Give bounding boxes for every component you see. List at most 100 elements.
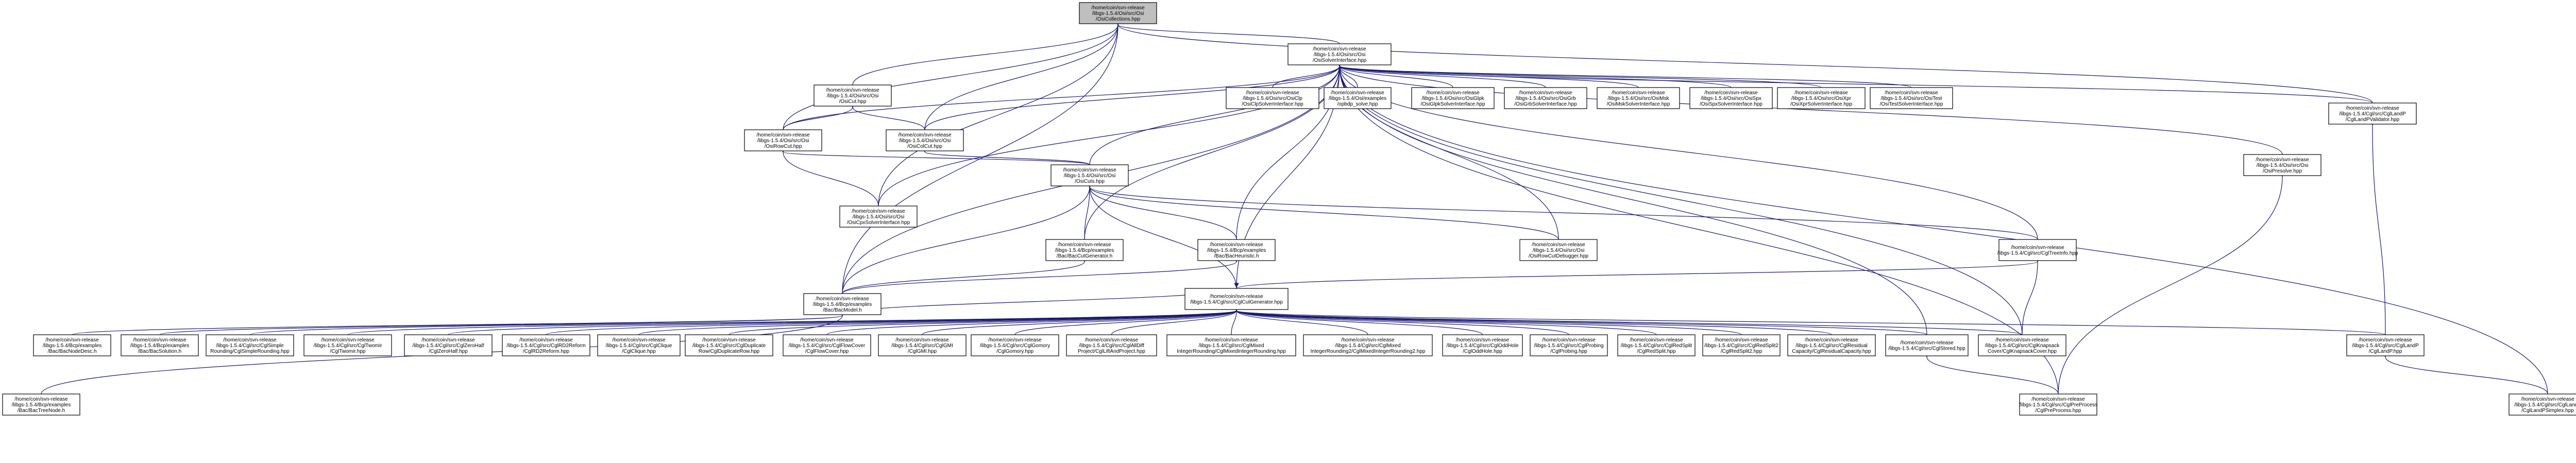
file-node[interactable]: /home/coin/svn-release/libgs-1.5.4/Cgl/s… <box>685 334 773 356</box>
file-node[interactable]: /home/coin/svn-release/libgs-1.5.4/Cgl/s… <box>1617 334 1696 356</box>
dependency-edge <box>852 20 1121 85</box>
file-node[interactable]: /home/coin/svn-release/libgs-1.5.4/Cgl/s… <box>303 334 392 356</box>
file-node[interactable]: /home/coin/svn-release/libgs-1.5.4/Osi/s… <box>1411 87 1495 109</box>
dependency-edge <box>780 147 1090 165</box>
node-label-line: /home/coin/svn-release <box>1210 294 1263 300</box>
file-node[interactable]: /home/coin/svn-release/libgs-1.5.4/Osi/s… <box>1519 239 1598 261</box>
node-box <box>1519 239 1598 261</box>
file-node[interactable]: /home/coin/svn-release/libgs-1.5.4/Cgl/s… <box>404 334 493 356</box>
file-node[interactable]: /home/coin/svn-release/libgs-1.5.4/Cgl/s… <box>1787 334 1876 356</box>
file-node[interactable]: /home/coin/svn-release/libgs-1.5.4/Bcp/e… <box>1045 239 1124 261</box>
file-node[interactable]: /home/coin/svn-release/libgs-1.5.4/Cgl/s… <box>1530 334 1608 356</box>
file-node[interactable]: /home/coin/svn-release/libgs-1.5.4/Osi/s… <box>1287 43 1392 65</box>
file-node[interactable]: /home/coin/svn-release/libgs-1.5.4/Osi/s… <box>814 84 892 107</box>
node-label-line: /home/coin/svn-release <box>1885 90 1938 96</box>
node-box <box>839 205 918 228</box>
node-label-line: /home/coin/svn-release <box>1532 242 1585 248</box>
node-label-line: /OsiCollections.hpp <box>1096 16 1141 22</box>
dependency-edge <box>2022 257 2040 335</box>
node-label-line: /libgs-1.5.4/Osi/src/Osi <box>1064 173 1116 179</box>
node-label-line: /libgs-1.5.4/Osi/src/Osi <box>853 214 905 220</box>
node-label-line: /libgs-1.5.4/Cgl/src/CglMixed <box>1198 343 1264 349</box>
node-label-line: /libgs-1.5.4/Cgl/src/CglTwomir <box>314 343 382 349</box>
file-node[interactable]: /home/coin/svn-release/libgs-1.5.4/Cgl/s… <box>597 334 681 356</box>
node-box <box>206 334 294 356</box>
node-label-line: /home/coin/svn-release <box>1205 337 1258 343</box>
node-label-line: /libgs-1.5.4/Cgl/src/CglPreProcess <box>2019 402 2097 408</box>
node-label-line: /home/coin/svn-release <box>1058 242 1111 248</box>
file-node[interactable]: /home/coin/svn-release/libgs-1.5.4/Cgl/s… <box>1885 334 1969 356</box>
file-node[interactable]: /home/coin/svn-release/libgs-1.5.4/Osi/s… <box>1689 87 1773 109</box>
file-node[interactable]: /home/coin/svn-release/libgs-1.5.4/Cgl/s… <box>206 334 294 356</box>
node-box <box>1066 334 1157 356</box>
node-label-line: /Bac/BacCutGenerator.h <box>1057 253 1112 259</box>
dependency-edge <box>842 283 1240 315</box>
file-node[interactable]: /home/coin/svn-release/libgs-1.5.4/Cgl/s… <box>1184 288 1289 310</box>
node-box <box>1787 334 1876 356</box>
file-node[interactable]: /home/coin/svn-release/libgs-1.5.4/Osi/e… <box>1324 87 1392 109</box>
file-node[interactable]: /home/coin/svn-release/libgs-1.5.4/Cgl/s… <box>2328 102 2417 125</box>
file-node[interactable]: /home/coin/svn-release/libgs-1.5.4/Cgl/s… <box>502 334 590 356</box>
dependency-edge <box>1231 306 1239 335</box>
node-label-line: /home/coin/svn-release <box>2011 245 2064 251</box>
node-box <box>33 334 111 356</box>
file-node[interactable]: /home/coin/svn-release/libgs-1.5.4/Osi/s… <box>1870 87 1953 109</box>
node-label-line: /home/coin/svn-release <box>612 337 666 343</box>
file-node[interactable]: /home/coin/svn-release/libgs-1.5.4/Osi/s… <box>1597 87 1680 109</box>
node-label-line: Rounding/CglSimpleRounding.hpp <box>210 349 290 354</box>
file-node[interactable]: /home/coin/svn-release/libgs-1.5.4/Cgl/s… <box>1166 334 1296 356</box>
file-node[interactable]: /home/coin/svn-release/libgs-1.5.4/Cgl/s… <box>1978 334 2066 356</box>
node-label-line: /libgs-1.5.4/Osi/src/Osi <box>757 138 809 144</box>
file-node[interactable]: /home/coin/svn-release/libgs-1.5.4/Bcp/e… <box>803 293 882 315</box>
file-node[interactable]: /home/coin/svn-release/libgs-1.5.4/Osi/s… <box>1226 87 1319 109</box>
file-node[interactable]: /home/coin/svn-release/libgs-1.5.4/Osi/s… <box>2243 154 2321 176</box>
node-box <box>814 84 892 107</box>
file-node[interactable]: /home/coin/svn-release/libgs-1.5.4/Bcp/e… <box>121 334 199 356</box>
node-label-line: /OsiGrbSolverInterface.hpp <box>1514 101 1577 107</box>
node-label-line: /OsiRowCutDebugger.hpp <box>1529 253 1589 259</box>
node-label-line: /libgs-1.5.4/Cgl/src/CglGMI <box>891 343 953 349</box>
file-node[interactable]: /home/coin/svn-release/libgs-1.5.4/Bcp/e… <box>2 393 80 416</box>
file-node[interactable]: /home/coin/svn-release/libgs-1.5.4/Osi/s… <box>1504 87 1587 109</box>
file-node[interactable]: /home/coin/svn-release/libgs-1.5.4/Cgl/s… <box>1997 239 2078 261</box>
file-node[interactable]: /home/coin/svn-release/libgs-1.5.4/Osi/s… <box>886 129 964 151</box>
node-box <box>502 334 590 356</box>
file-node[interactable]: /home/coin/svn-release/libgs-1.5.4/Osi/s… <box>744 129 822 151</box>
node-label-line: /home/coin/svn-release <box>1900 340 1954 346</box>
node-label-line: /home/coin/svn-release <box>1091 5 1145 11</box>
dependency-edge <box>1087 182 1559 240</box>
node-label-line: /home/coin/svn-release <box>223 337 277 343</box>
file-node[interactable]: /home/coin/svn-release/libgs-1.5.4/Cgl/s… <box>783 334 871 356</box>
node-box <box>685 334 773 356</box>
file-node[interactable]: /home/coin/svn-release/libgs-1.5.4/Cgl/s… <box>971 334 1059 356</box>
node-label-line: /OsiCut.hpp <box>839 99 867 105</box>
node-box <box>1978 334 2066 356</box>
file-node[interactable]: /home/coin/svn-release/libgs-1.5.4/Cgl/s… <box>1303 334 1433 356</box>
node-label-line: /libgs-1.5.4/Bcp/examples <box>1055 248 1114 253</box>
node-label-line: /Bac/BacTreeNode.h <box>18 408 65 414</box>
file-node[interactable]: /home/coin/svn-release/libgs-1.5.4/Cgl/s… <box>1442 334 1523 356</box>
file-node[interactable]: /home/coin/svn-release/libgs-1.5.4/Osi/s… <box>1050 164 1129 186</box>
node-label-line: /home/coin/svn-release <box>2521 397 2574 402</box>
dependency-edge <box>1924 352 2059 395</box>
file-node[interactable]: /home/coin/svn-release/libgs-1.5.4/Cgl/s… <box>878 334 967 356</box>
file-node[interactable]: /home/coin/svn-release/libgs-1.5.4/Cgl/s… <box>2346 334 2425 356</box>
file-node[interactable]: /home/coin/svn-release/libgs-1.5.4/Cgl/s… <box>2019 393 2097 416</box>
node-label-line: /libgs-1.5.4/Cgl/src/CglTreeInfo.hpp <box>1997 251 2078 256</box>
file-node[interactable]: /home/coin/svn-release/libgs-1.5.4/Osi/s… <box>1777 87 1866 109</box>
node-box <box>1079 2 1157 24</box>
node-label-line: /CglLandP.hpp <box>2369 349 2402 354</box>
file-node[interactable]: /home/coin/svn-release/libgs-1.5.4/Cgl/s… <box>1702 334 1781 356</box>
file-node[interactable]: /home/coin/svn-release/libgs-1.5.4/Bcp/e… <box>1197 239 1276 261</box>
node-label-line: /libgs-1.5.4/Osi/src/Osi <box>1092 11 1144 16</box>
file-node[interactable]: /home/coin/svn-release/libgs-1.5.4/Osi/s… <box>839 205 918 228</box>
node-label-line: /home/coin/svn-release <box>1715 337 1768 343</box>
dependency-edge <box>842 182 1092 294</box>
dependency-edge <box>1233 306 1742 335</box>
file-node[interactable]: /home/coin/svn-release/libgs-1.5.4/Cgl/s… <box>1066 334 1157 356</box>
node-label-line: /home/coin/svn-release <box>988 337 1042 343</box>
file-node[interactable]: /home/coin/svn-release/libgs-1.5.4/Bcp/e… <box>33 334 111 356</box>
file-node[interactable]: /home/coin/svn-release/libgs-1.5.4/Cgl/s… <box>2509 393 2576 416</box>
node-box <box>783 334 871 356</box>
